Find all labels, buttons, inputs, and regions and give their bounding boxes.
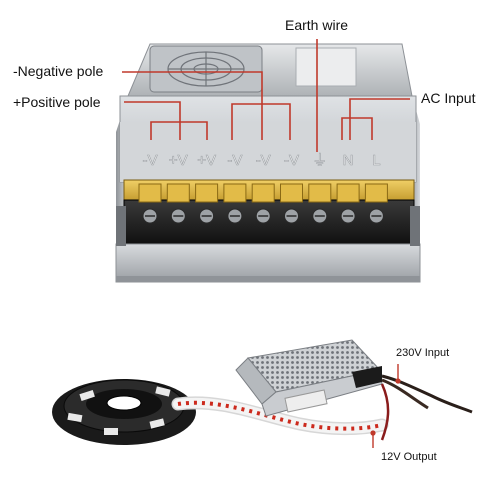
callout-lines — [122, 39, 410, 152]
ac-input-callout — [349, 98, 410, 140]
terminal-mark: -V — [256, 152, 271, 169]
terminal-mark: L — [372, 152, 380, 169]
terminal-mark: -V — [227, 152, 242, 169]
terminal-mark: +V — [169, 152, 188, 169]
negative-pole-bracket — [231, 103, 291, 140]
terminal-clamp — [280, 183, 303, 203]
terminal-mark: N — [343, 152, 354, 169]
terminal-clamp — [251, 183, 275, 203]
positive-pole-bracket — [150, 121, 208, 140]
terminal-clamp — [138, 183, 162, 203]
terminal-mark: ⏚ — [312, 152, 327, 169]
terminal-mark: -V — [143, 152, 158, 169]
terminal-screws — [138, 183, 388, 224]
negative-pole-callout — [122, 71, 263, 140]
positive-pole-callout — [124, 101, 181, 140]
positive-pole-label: +Positive pole — [13, 94, 101, 110]
230v-input-label: 230V Input — [396, 347, 450, 359]
negative-pole-label: -Negative pole — [13, 63, 104, 79]
terminal-clamp — [308, 183, 332, 203]
earth-wire-label: Earth wire — [285, 17, 349, 33]
12v-output-label: 12V Output — [381, 451, 437, 463]
ac-input-bracket — [341, 117, 373, 140]
terminal-clamp — [336, 183, 360, 203]
terminal-clamp — [223, 183, 247, 203]
terminal-markings: -V +V +V -V -V -V ⏚ N L — [142, 152, 381, 170]
terminal-mark: +V — [197, 152, 216, 169]
terminal-clamp — [166, 183, 190, 203]
ac-input-label: AC Input — [421, 90, 476, 106]
terminal-clamp — [364, 183, 388, 203]
terminal-mark: -V — [284, 152, 299, 169]
terminal-clamp — [195, 183, 219, 203]
led-strip-scene — [52, 339, 473, 448]
